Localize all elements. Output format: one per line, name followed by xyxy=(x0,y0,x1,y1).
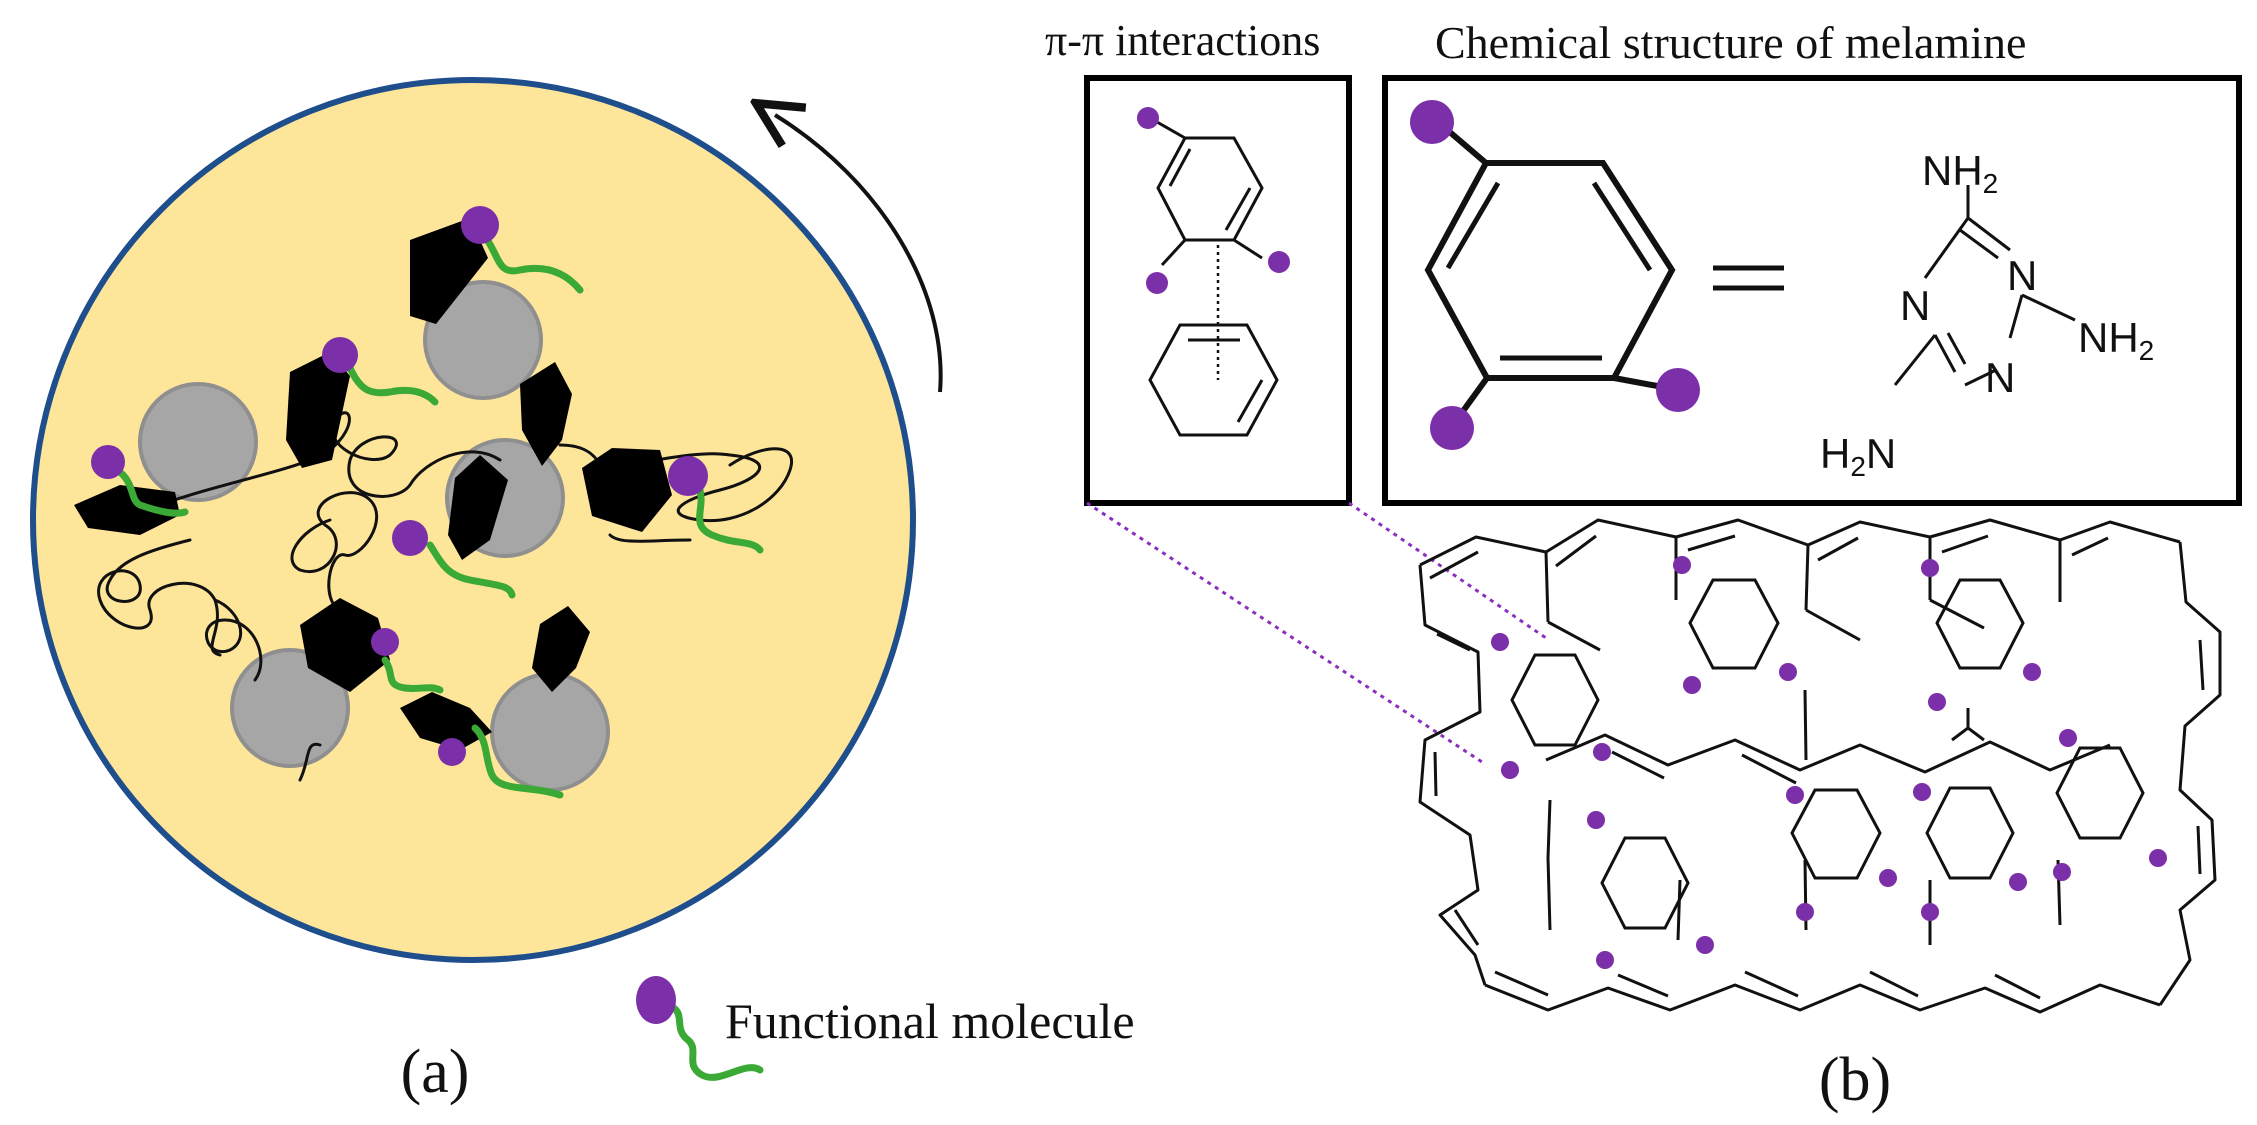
n-bottom-label: N xyxy=(1985,354,2015,401)
filler-particle xyxy=(490,672,610,792)
n-right-label: N xyxy=(2007,252,2037,299)
equals-sign xyxy=(1713,265,1784,291)
polymer-chain xyxy=(205,598,263,682)
panel-a-label: (a) xyxy=(401,1038,470,1106)
attached-ring xyxy=(1510,653,1600,747)
functional-molecule xyxy=(392,520,516,599)
functional-sites xyxy=(1491,556,2167,969)
functional-molecule xyxy=(438,724,564,799)
h2n-left-label: H2N xyxy=(1820,430,1896,482)
melamine-box: NH2 N N N NH2 H2N xyxy=(1382,75,2242,506)
functional-molecule xyxy=(371,628,444,694)
attached-ring xyxy=(1790,788,1882,880)
polymer-chain xyxy=(593,447,794,523)
black-hexagon xyxy=(286,352,350,468)
black-hexagon xyxy=(448,455,508,560)
black-hexagon xyxy=(410,218,488,324)
polymer-chain xyxy=(298,742,322,782)
black-hexagon xyxy=(74,485,180,535)
functional-molecule xyxy=(322,337,439,406)
filler-particle xyxy=(138,382,258,502)
functional-molecule xyxy=(91,445,189,517)
attached-ring xyxy=(1688,578,1780,670)
graphene-flakes xyxy=(74,218,672,750)
black-hexagon xyxy=(582,448,672,532)
zoom-connectors xyxy=(1086,501,1547,764)
filler-particle xyxy=(423,280,543,400)
black-hexagon xyxy=(520,362,572,466)
attached-ring xyxy=(2055,746,2145,840)
legend-text: Functional molecule xyxy=(725,993,1135,1049)
black-hexagon xyxy=(400,692,492,750)
melamine-structure: NH2 N N N NH2 H2N xyxy=(1820,147,2154,482)
panel-a: (a) xyxy=(30,77,943,1106)
pi-pi-title: π-π interactions xyxy=(1045,16,1320,65)
rotation-arrow-icon xyxy=(775,115,943,393)
functional-molecule xyxy=(668,456,764,554)
legend: Functional molecule xyxy=(636,976,1135,1081)
panel-b: π-π interactions Chemical structure of m… xyxy=(1045,16,2242,1114)
graphene-sheet xyxy=(1418,518,2222,1014)
nh2-right-label: NH2 xyxy=(2078,314,2154,366)
attached-ring xyxy=(1925,786,2015,880)
panel-b-label: (b) xyxy=(1819,1046,1891,1114)
nh2-top-label: NH2 xyxy=(1922,147,1998,199)
polymer-chain xyxy=(290,491,379,612)
functional-molecule xyxy=(461,206,584,294)
functional-molecule-icon xyxy=(636,976,764,1081)
n-left-label: N xyxy=(1900,282,1930,329)
black-hexagon xyxy=(532,606,590,692)
attached-ring xyxy=(1935,578,2025,670)
functional-molecules xyxy=(91,206,764,799)
polymer-chain xyxy=(608,533,692,543)
melamine-title: Chemical structure of melamine xyxy=(1435,17,2026,68)
pi-pi-box xyxy=(1084,75,1352,506)
black-hexagon xyxy=(300,598,390,692)
attached-ring xyxy=(1600,836,1690,930)
filler-particle xyxy=(230,648,350,768)
